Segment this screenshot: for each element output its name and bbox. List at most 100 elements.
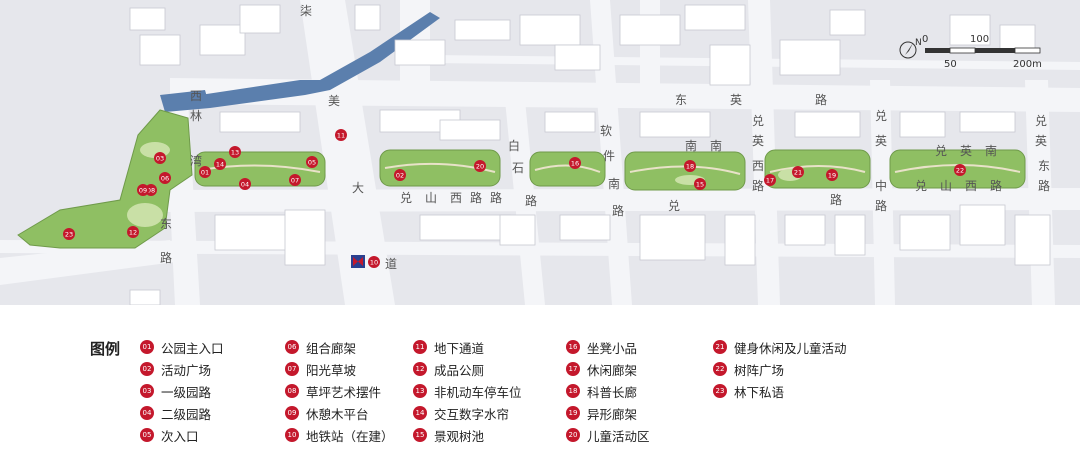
map-marker-number: 02 xyxy=(396,172,404,180)
legend-marker: 10 xyxy=(285,428,299,442)
road-label-char: 路 xyxy=(612,203,624,218)
map-marker-number: 13 xyxy=(231,149,239,157)
legend-item: 03 一级园路 xyxy=(140,382,211,400)
map-marker: 06 xyxy=(159,172,171,184)
map-marker-number: 06 xyxy=(161,175,169,183)
legend-title: 图例 xyxy=(90,340,121,358)
road-label-char: 兑 xyxy=(400,191,412,205)
scale-tick: 0 xyxy=(922,34,928,45)
map-marker-number: 01 xyxy=(201,169,209,177)
road-label-char: 路 xyxy=(815,92,827,107)
legend-label: 二级园路 xyxy=(161,406,212,422)
road-label-char: 路 xyxy=(490,190,502,205)
map-marker-number: 03 xyxy=(156,155,164,163)
road-label-char: 山 xyxy=(425,191,437,205)
legend-label: 儿童活动区 xyxy=(587,428,650,444)
map-marker-number: 14 xyxy=(216,161,224,169)
compass-icon xyxy=(899,41,917,59)
road-label-char: 西 xyxy=(752,159,764,173)
road-label-char: 英 xyxy=(960,144,972,158)
road-label-char: 东 xyxy=(1038,159,1050,173)
map-marker: 05 xyxy=(306,156,318,168)
map-marker: 15 xyxy=(694,178,706,190)
legend-label: 坐凳小品 xyxy=(587,340,638,356)
road-label-char: 道 xyxy=(385,257,397,271)
metro-station-icon xyxy=(351,255,365,268)
map-marker: 22 xyxy=(954,164,966,176)
legend-label: 组合廊架 xyxy=(306,340,357,356)
map-marker-number: 16 xyxy=(571,160,579,168)
map-marker: 14 xyxy=(214,158,226,170)
map-marker-number: 11 xyxy=(337,132,345,140)
north-label: N xyxy=(915,38,922,48)
legend-label: 林下私语 xyxy=(734,384,785,400)
road-label-char: 东 xyxy=(160,217,172,231)
map-marker-number: 21 xyxy=(794,169,802,177)
road-label-char: 路 xyxy=(525,193,537,208)
legend-marker: 22 xyxy=(713,362,727,376)
map-marker: 10 xyxy=(368,256,380,268)
legend-marker: 23 xyxy=(713,384,727,398)
legend-item: 10 地铁站（在建） xyxy=(285,426,394,444)
road-label-char: 山 xyxy=(940,179,952,193)
legend-marker: 02 xyxy=(140,362,154,376)
buildings xyxy=(129,4,1051,306)
road-label-char: 南 xyxy=(710,138,722,153)
map-marker: 19 xyxy=(826,169,838,181)
road-label-char: 南 xyxy=(685,138,697,153)
map-marker-number: 09 xyxy=(139,187,147,195)
legend-label: 地下通道 xyxy=(434,340,485,356)
road-label-char: 件 xyxy=(603,149,615,163)
site-plan-map: 西 林 湾 东 路 柒 美 大 道 东 英 路 兑 英 西 路 软 件 南 路 … xyxy=(0,0,1080,306)
legend-marker: 08 xyxy=(285,384,299,398)
legend-label: 阳光草坡 xyxy=(306,362,357,378)
road-label-char: 路 xyxy=(1038,178,1050,193)
legend-label: 地铁站（在建） xyxy=(306,428,394,444)
road-label-char: 路 xyxy=(830,192,842,207)
map-marker-number: 10 xyxy=(370,259,378,267)
road-label-char: 路 xyxy=(752,178,764,193)
map-marker: 21 xyxy=(792,166,804,178)
map-marker-number: 17 xyxy=(766,177,774,185)
legend-label: 科普长廊 xyxy=(587,384,638,400)
road-label-char: 湾 xyxy=(190,153,202,168)
legend-marker: 01 xyxy=(140,340,154,354)
legend-marker: 09 xyxy=(285,406,299,420)
legend-marker: 16 xyxy=(566,340,580,354)
legend-label: 休闲廊架 xyxy=(587,362,638,378)
scale-tick: 200m xyxy=(1013,59,1042,70)
road-label-char: 中 xyxy=(875,178,887,193)
map-marker-number: 15 xyxy=(696,181,704,189)
legend-label: 草坪艺术摆件 xyxy=(306,384,382,400)
map-marker: 09 xyxy=(137,184,149,196)
legend-label: 一级园路 xyxy=(161,384,212,400)
map-marker-number: 07 xyxy=(291,177,299,185)
map-marker-number: 20 xyxy=(476,163,484,171)
road-label-char: 南 xyxy=(608,176,620,191)
map-marker-number: 05 xyxy=(308,159,316,167)
road-label-char: 英 xyxy=(875,134,887,148)
legend-label: 树阵广场 xyxy=(734,362,785,378)
legend-label: 异形廊架 xyxy=(587,406,638,422)
map-marker: 03 xyxy=(154,152,166,164)
map-marker: 12 xyxy=(127,226,139,238)
legend-marker: 03 xyxy=(140,384,154,398)
road-label-char: 西 xyxy=(450,191,462,205)
road-label-char: 软 xyxy=(600,124,612,138)
road-label-char: 柒 xyxy=(300,4,312,18)
map-marker: 18 xyxy=(684,160,696,172)
map-marker-number: 18 xyxy=(686,163,694,171)
